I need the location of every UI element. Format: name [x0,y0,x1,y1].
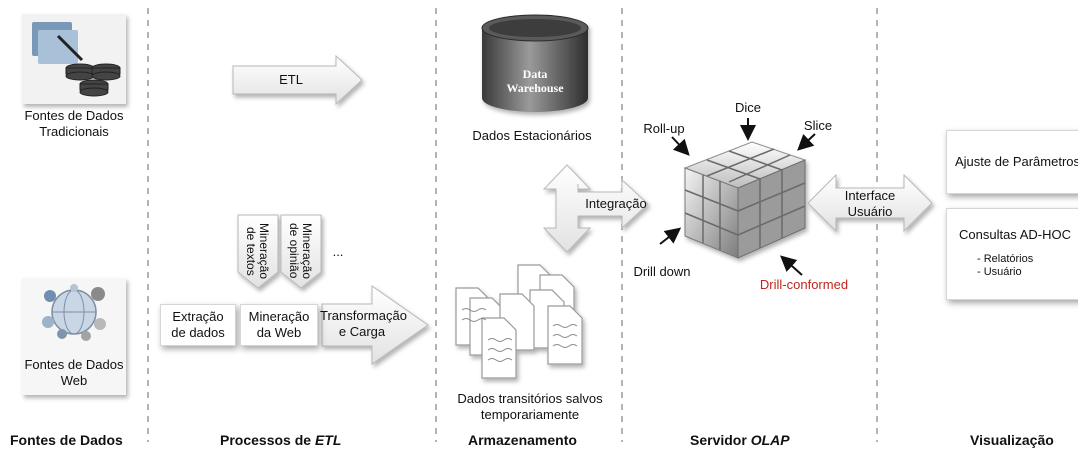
transient-data-label: Dados transitórios salvos temporariament… [446,391,614,423]
slice-label: Slice [803,118,833,133]
transform-arrow-shape [321,285,429,365]
transient-data-line1: Dados transitórios salvos [457,391,603,406]
web-mining-line2: da Web [256,325,302,340]
opinion-mining-line1: Mineração [300,222,314,280]
traditional-sources-icon [22,14,126,104]
drill-conformed-label: Drill-conformed [759,277,849,292]
adhoc-box: Consultas AD-HOC - Relatórios - Usuário [946,208,1078,300]
olap-cube-icon [683,141,807,259]
transform-line1: Transformação [320,308,407,323]
web-mining-line1: Mineração [248,309,310,324]
integration-label: Integração [585,196,647,211]
traditional-sources-line2: Tradicionais [39,124,109,139]
section-sources-title: Fontes de Dados [10,432,123,448]
section-etl-prefix: Processos de [220,432,315,448]
transient-data-line2: temporariamente [480,407,580,422]
stationary-data-label: Dados Estacionários [472,128,592,143]
web-sources-line2: Web [60,373,88,388]
text-mining-line2: de textos [244,226,258,276]
web-sources-label: Fontes de Dados Web [22,357,126,389]
traditional-sources-line1: Fontes de Dados [24,108,124,123]
extraction-line2: de dados [171,325,225,340]
params-box: Ajuste de Parâmetros [946,130,1078,194]
data-warehouse-label: Data Warehouse [495,67,575,95]
adhoc-label: Consultas AD-HOC [959,227,1071,242]
section-olap-emphasis: OLAP [750,432,790,448]
drill-down-label: Drill down [633,264,691,279]
olap-operation-arrows [659,118,816,276]
transform-line2: e Carga [338,324,386,339]
adhoc-item-reports: - Relatórios [977,253,1034,265]
data-warehouse-cylinder [481,14,589,112]
data-warehouse-line2: Warehouse [506,81,564,95]
web-sources-line1: Fontes de Dados [24,357,124,372]
etl-ellipsis: ... [332,244,344,259]
etl-arrow-label: ETL [279,72,303,87]
transform-label: Transformação e Carga [320,308,407,340]
text-mining-line1: Mineração [257,222,271,280]
adhoc-item-user: - Usuário [977,266,1022,278]
extraction-line1: Extração [172,309,224,324]
opinion-mining-arrow-shape [280,214,322,289]
web-mining-box: Mineração da Web [240,304,318,346]
data-warehouse-line1: Data [522,67,548,81]
web-mining-label: Mineração da Web [241,309,317,341]
text-mining-arrow-shape [237,214,279,289]
interface-line2: Usuário [847,204,893,219]
extraction-box: Extração de dados [160,304,236,346]
section-storage-title: Armazenamento [468,432,577,448]
opinion-mining-label: Mineração de opinião [287,218,314,284]
transient-documents-icon [455,264,583,379]
interface-line1: Interface [844,188,896,203]
section-olap-title: Servidor OLAP [690,432,790,448]
web-sources-icon [22,278,126,395]
roll-up-label: Roll-up [643,121,685,136]
section-olap-prefix: Servidor [690,432,751,448]
opinion-mining-line2: de opinião [287,223,301,279]
extraction-label: Extração de dados [161,309,235,341]
etl-arrow-shape [232,54,363,106]
interface-label: Interface Usuário [836,188,904,220]
text-mining-label: Mineração de textos [244,218,271,284]
section-visualization-title: Visualização [970,432,1054,448]
section-etl-emphasis: ETL [314,432,342,448]
section-etl-title: Processos de ETL [220,432,341,448]
integration-arrow-shape [542,164,649,253]
interface-arrow-shape [807,173,933,233]
params-label: Ajuste de Parâmetros [955,154,1078,169]
traditional-sources-label: Fontes de Dados Tradicionais [22,108,126,140]
dice-label: Dice [734,100,761,115]
